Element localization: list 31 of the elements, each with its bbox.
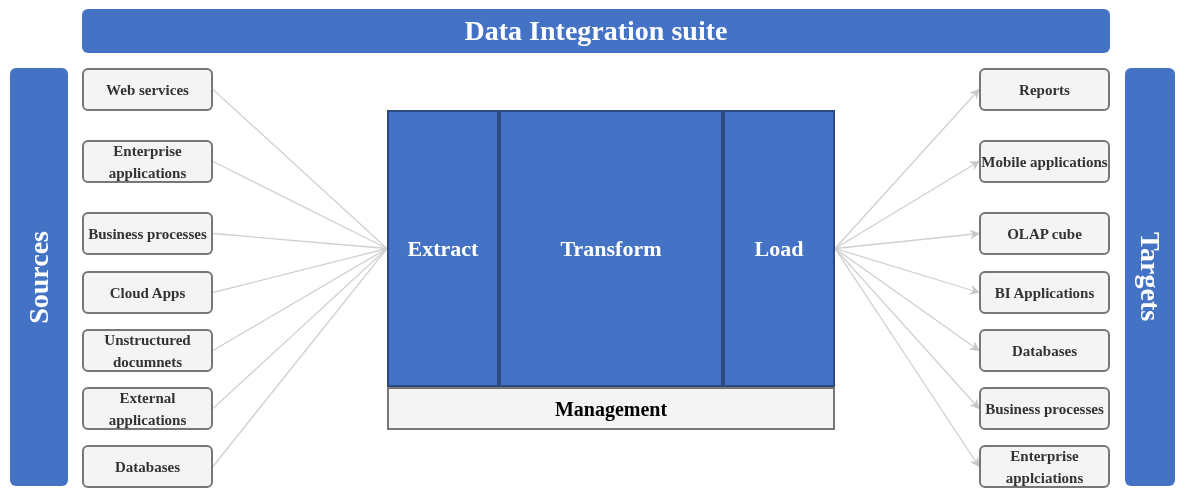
item-box: Unstructured documnets <box>82 329 213 372</box>
connector-line <box>212 88 388 250</box>
item-box: BI Applications <box>979 271 1110 314</box>
arrow <box>834 247 980 295</box>
connector-line <box>212 247 388 294</box>
item-box: Reports <box>979 68 1110 111</box>
item-box: Enterprise applications <box>82 140 213 183</box>
connector-line <box>212 247 388 410</box>
item-box: Business processes <box>82 212 213 255</box>
item-box: Databases <box>82 445 213 488</box>
arrow <box>834 160 980 250</box>
stage-panel: Extract <box>387 110 499 387</box>
side-banner: Sources <box>10 68 68 486</box>
item-box: Cloud Apps <box>82 271 213 314</box>
management-bar: Management <box>387 387 835 430</box>
item-box: Web services <box>82 68 213 111</box>
item-box: Business processes <box>979 387 1110 430</box>
item-box: Mobile applications <box>979 140 1110 183</box>
arrow <box>834 88 980 250</box>
arrow <box>834 247 980 352</box>
connector-line <box>212 160 388 250</box>
title-banner: Data Integration suite <box>82 9 1110 53</box>
stage-panel: Transform <box>499 110 723 387</box>
item-box: OLAP cube <box>979 212 1110 255</box>
item-box: Databases <box>979 329 1110 372</box>
stage-panel: Load <box>723 110 835 387</box>
connector-line <box>212 247 388 468</box>
arrow <box>834 229 980 250</box>
item-box: Enterprise applciations <box>979 445 1110 488</box>
item-box: External applications <box>82 387 213 430</box>
side-banner: Targets <box>1125 68 1175 486</box>
